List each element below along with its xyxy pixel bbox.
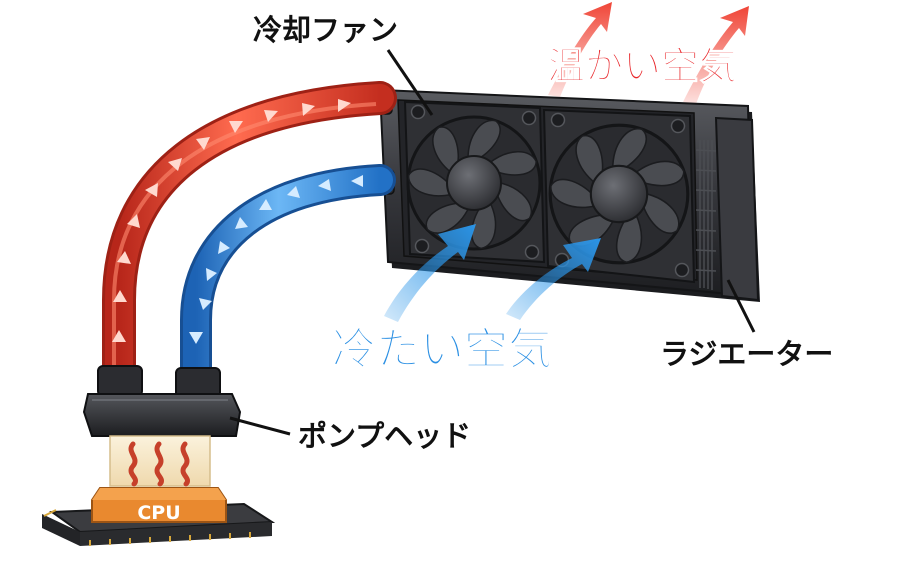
cold-coolant-tube [180, 164, 396, 396]
radiator-fins [695, 140, 717, 290]
flow-arrow-icon [189, 175, 363, 344]
cooling-fan-left [403, 100, 546, 264]
heat-transfer-block [109, 435, 211, 487]
pump-head-label: ポンプヘッド [298, 419, 471, 453]
hot-coolant-tube [102, 81, 397, 395]
flow-arrow-icon [112, 99, 351, 342]
cooling-fan-right [542, 108, 696, 284]
leader-lines [229, 49, 756, 436]
fan-icon [547, 123, 690, 267]
pump-head [82, 365, 242, 437]
cooling-fan-label: 冷却ファン [253, 13, 398, 47]
cpu-chip [91, 487, 227, 523]
warm-air-arrows [548, 2, 749, 104]
cool-air-label: 冷たい空気 [332, 324, 552, 375]
heat-wave-icon [128, 441, 190, 487]
radiator-label: ラジエーター [660, 337, 833, 371]
cpu-label: CPU [137, 502, 180, 524]
warm-air-label: 温かい空気 [547, 44, 737, 88]
cool-air-arrows [384, 224, 601, 322]
